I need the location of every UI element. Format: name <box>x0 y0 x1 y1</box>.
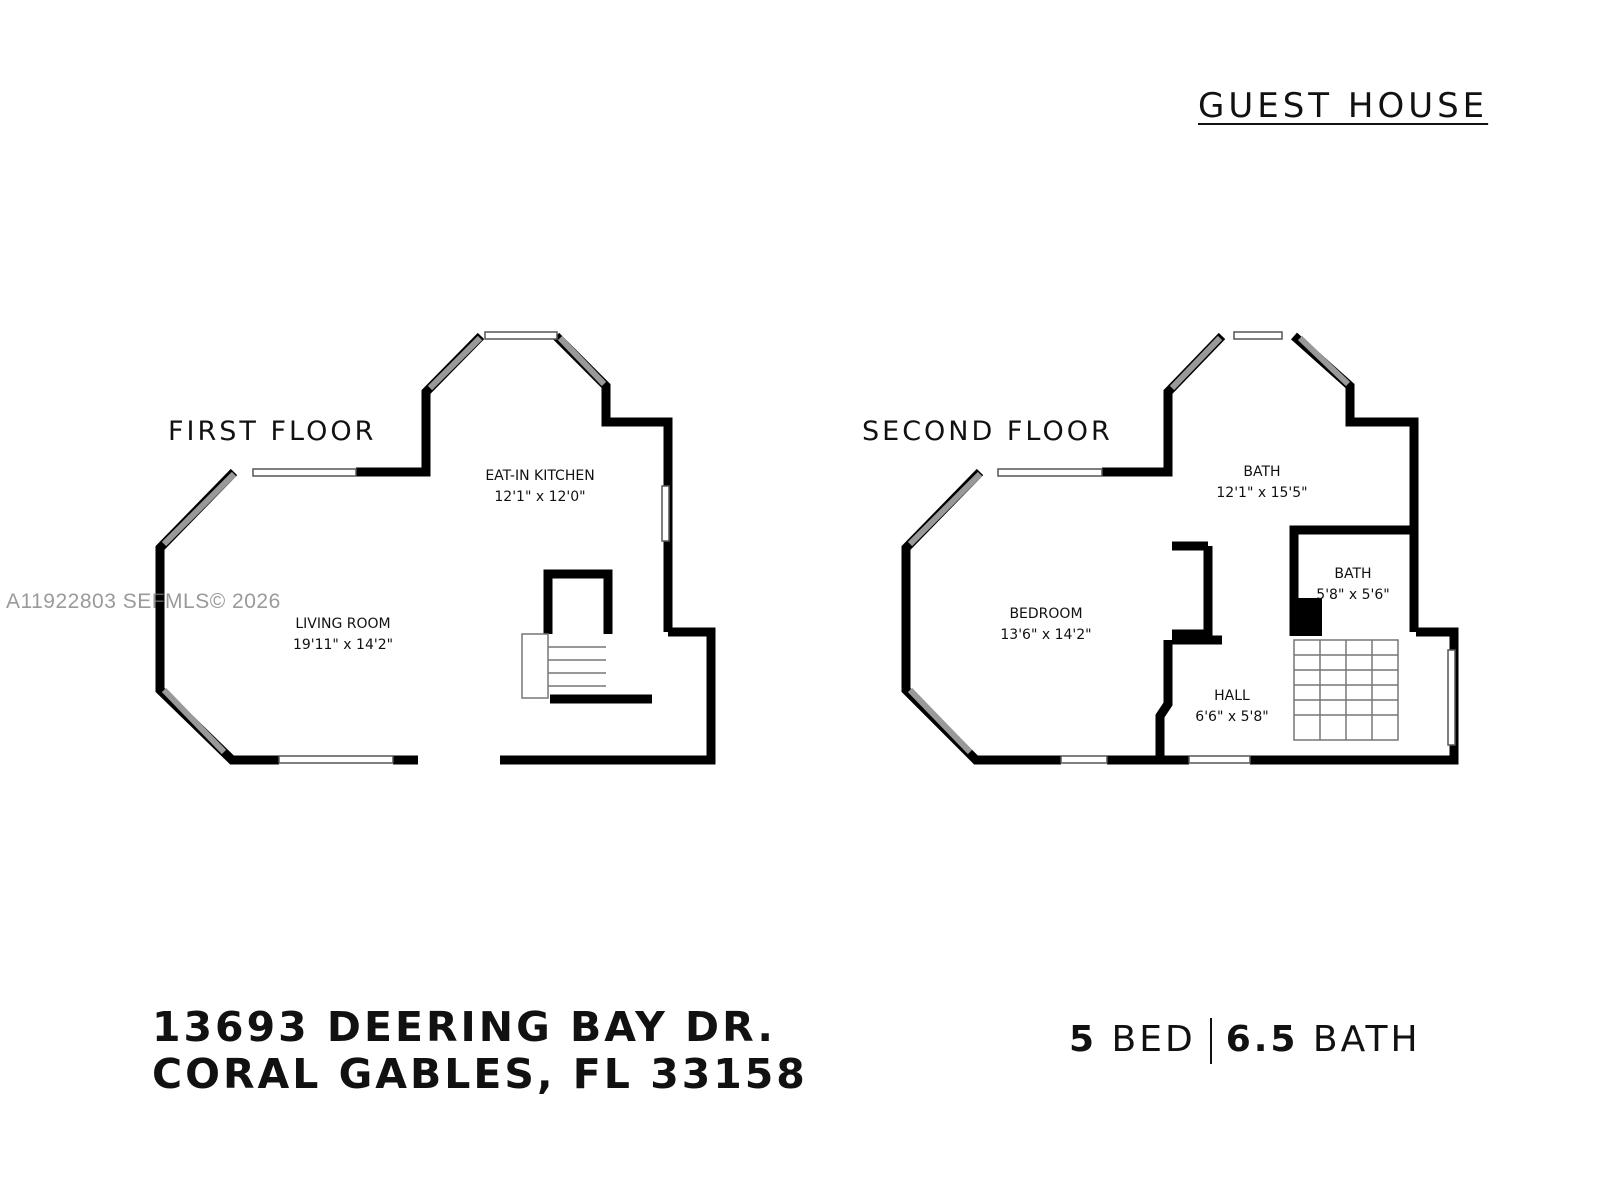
first-floor-label: FIRST FLOOR <box>168 416 377 447</box>
second-floor-label: SECOND FLOOR <box>862 416 1113 447</box>
room-dimensions: 6'6" x 5'8" <box>1195 709 1269 725</box>
property-address: 13693 DEERING BAY DR. CORAL GABLES, FL 3… <box>152 1004 808 1098</box>
room-dimensions: 12'1" x 12'0" <box>494 489 586 505</box>
room-dimensions: 19'11" x 14'2" <box>292 637 394 653</box>
bath-count: 6.5 <box>1225 1019 1299 1060</box>
room-name: BATH <box>1334 566 1372 582</box>
first-floor-windows <box>161 331 670 764</box>
bath-label: BATH <box>1312 1019 1421 1060</box>
mls-watermark: A11922803 SEFMLS© 2026 <box>6 590 281 613</box>
room-label-hall: HALL 6'6" x 5'8" <box>1195 686 1268 728</box>
beds-baths-summary: 5 BED 6.5 BATH <box>1069 1018 1421 1064</box>
wall-first-floor-west <box>155 468 279 765</box>
room-label-bedroom: BEDROOM 13'6" x 14'2" <box>1000 604 1091 646</box>
page-title: GUEST HOUSE <box>1198 86 1489 126</box>
second-floor-windows <box>907 331 1456 764</box>
room-label-eat-in-kitchen: EAT-IN KITCHEN 12'1" x 12'0" <box>485 466 594 508</box>
address-line-2: CORAL GABLES, FL 33158 <box>152 1050 808 1098</box>
room-name: HALL <box>1214 688 1250 704</box>
wall-second-floor-bed-partition <box>1155 640 1173 760</box>
divider <box>1209 1018 1212 1064</box>
room-dimensions: 5'8" x 5'6" <box>1316 587 1390 603</box>
bed-label: BED <box>1111 1019 1196 1060</box>
room-label-bath-large: BATH 12'1" x 15'5" <box>1216 462 1307 504</box>
room-label-bath-small: BATH 5'8" x 5'6" <box>1316 564 1389 606</box>
wall-second-floor-closet <box>1172 546 1213 639</box>
room-name: LIVING ROOM <box>295 616 391 632</box>
wall-first-floor-south-east <box>500 627 716 765</box>
room-label-living-room: LIVING ROOM 19'11" x 14'2" <box>293 614 393 656</box>
first-floor-plan <box>155 332 716 765</box>
bed-count: 5 <box>1069 1019 1098 1060</box>
room-name: BATH <box>1243 464 1281 480</box>
wall-first-floor-stair-box <box>543 569 613 634</box>
address-line-1: 13693 DEERING BAY DR. <box>152 1003 776 1051</box>
room-dimensions: 12'1" x 15'5" <box>1216 485 1308 501</box>
room-name: BEDROOM <box>1009 606 1083 622</box>
second-floor-chimney <box>1294 598 1322 636</box>
room-name: EAT-IN KITCHEN <box>485 468 595 484</box>
room-dimensions: 13'6" x 14'2" <box>1000 627 1092 643</box>
